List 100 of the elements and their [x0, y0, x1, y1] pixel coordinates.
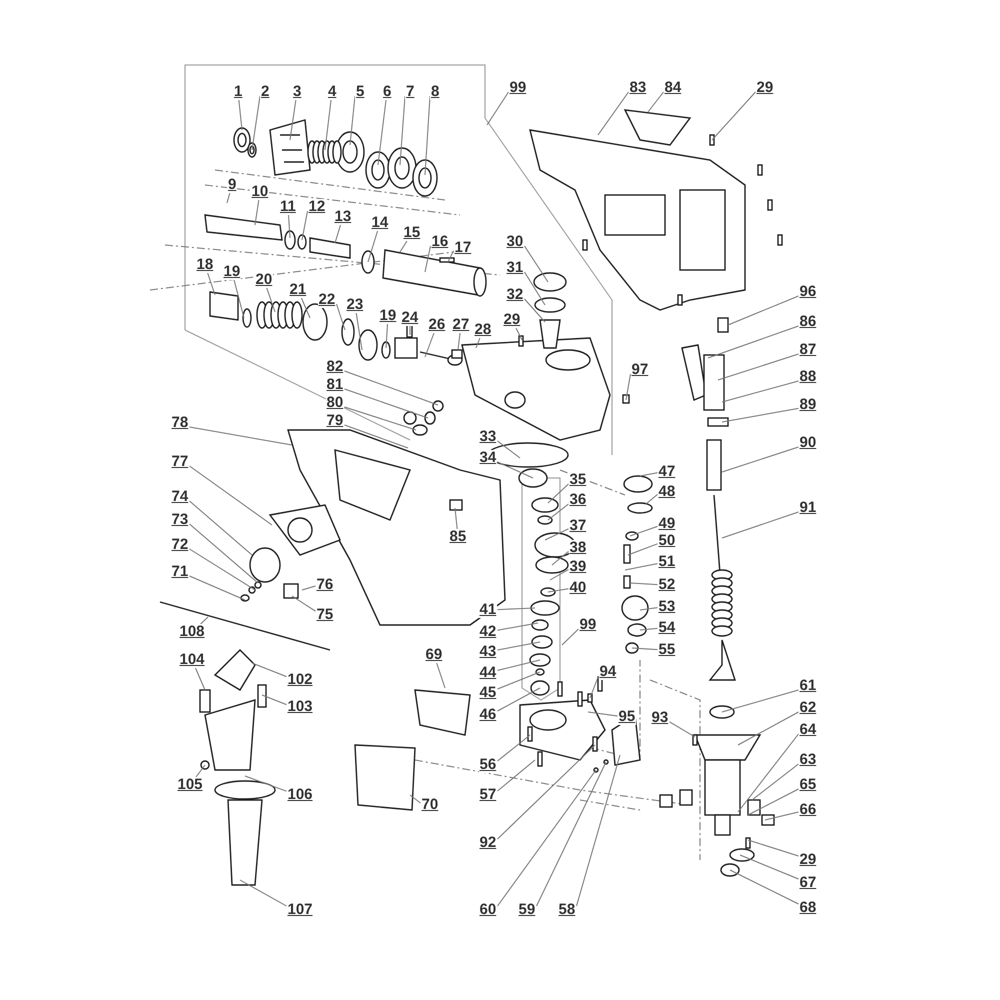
leader-line	[302, 210, 308, 240]
leader-line	[497, 734, 530, 762]
callout-number: 83	[628, 80, 648, 96]
leader-line	[624, 563, 658, 570]
leader-line	[324, 100, 332, 150]
callout-number: 40	[568, 580, 588, 596]
callout-number: 61	[798, 678, 818, 694]
leader-line	[548, 484, 569, 504]
callout-number: 106	[286, 787, 314, 803]
callout-number: 102	[286, 672, 314, 688]
callout-number: 42	[478, 624, 498, 640]
leader-line	[344, 388, 428, 418]
leader-line	[424, 96, 430, 176]
callout-number: 51	[658, 554, 676, 570]
callout-number: 96	[798, 284, 818, 300]
leader-line	[200, 616, 208, 624]
callout-number: 95	[618, 709, 636, 725]
leader-line	[302, 586, 316, 590]
leader-line	[648, 92, 664, 112]
leader-line	[497, 688, 540, 712]
leader-line	[730, 870, 799, 904]
callout-number: 99	[578, 617, 598, 633]
leader-line	[356, 312, 362, 350]
callout-number: 107	[286, 902, 314, 918]
callout-number: 39	[568, 559, 588, 575]
callout-number: 80	[326, 395, 344, 411]
leader-line	[344, 424, 408, 448]
callout-number: 52	[658, 577, 676, 593]
callout-number: 29	[502, 312, 522, 328]
callout-number: 84	[664, 80, 682, 96]
leader-line	[486, 92, 509, 126]
leader-line	[350, 96, 356, 146]
callout-number: 21	[288, 282, 308, 298]
leader-line	[562, 628, 579, 646]
leader-line	[189, 466, 272, 526]
callout-number: 35	[568, 472, 588, 488]
callout-number: 33	[478, 429, 498, 445]
callout-number: 28	[474, 322, 492, 338]
leader-line	[240, 880, 287, 906]
callout-number: 103	[286, 699, 314, 715]
leader-line	[344, 406, 416, 430]
callout-number: 97	[630, 362, 650, 378]
leader-line	[400, 240, 408, 252]
callout-number: 22	[318, 292, 336, 308]
leader-line	[740, 854, 799, 880]
callout-number: 36	[568, 492, 588, 508]
leader-line	[378, 100, 387, 166]
callout-number: 37	[568, 518, 588, 534]
callout-number: 73	[170, 512, 190, 528]
leader-line	[748, 788, 799, 816]
callout-number: 9	[227, 177, 238, 193]
callout-number: 74	[170, 489, 190, 505]
leader-line	[424, 246, 431, 272]
callout-number: 90	[798, 435, 818, 451]
leader-line	[336, 304, 346, 330]
leader-line	[207, 272, 216, 296]
leader-line	[764, 812, 799, 820]
callout-number: 64	[798, 722, 818, 738]
callout-number: 77	[170, 454, 190, 470]
callout-number: 34	[478, 450, 498, 466]
callout-number: 68	[798, 900, 818, 916]
leader-line	[254, 200, 260, 226]
leader-line	[436, 662, 446, 688]
leader-line	[748, 840, 799, 856]
leader-line	[524, 272, 546, 306]
callout-number: 38	[568, 540, 588, 556]
leader-line	[722, 380, 799, 402]
leader-line	[252, 96, 260, 150]
leader-line	[590, 676, 599, 698]
leader-line	[226, 192, 230, 204]
leader-line	[632, 648, 658, 650]
leader-line	[752, 764, 799, 800]
callout-number: 66	[798, 802, 818, 818]
callout-number: 6	[382, 84, 392, 100]
callout-number: 41	[478, 602, 498, 618]
callout-number: 10	[250, 184, 270, 200]
leader-line	[497, 462, 534, 478]
leader-line	[189, 426, 292, 446]
leader-line	[576, 754, 620, 906]
callout-number: 1	[233, 84, 244, 100]
leader-line	[640, 472, 658, 476]
callout-number: 92	[478, 835, 498, 851]
leader-line	[334, 224, 342, 244]
callout-number: 29	[756, 80, 774, 96]
callout-number: 85	[448, 529, 468, 545]
callout-number: 12	[308, 199, 326, 215]
callout-number: 8	[430, 84, 440, 100]
callout-number: 17	[454, 240, 472, 256]
leader-line	[550, 569, 569, 580]
callout-number: 54	[658, 620, 676, 636]
callout-number: 72	[170, 537, 190, 553]
leader-line	[548, 504, 569, 520]
leader-line	[368, 230, 378, 262]
callout-number: 15	[402, 225, 422, 241]
leader-line	[712, 92, 756, 140]
leader-line	[196, 764, 206, 778]
callout-number: 60	[478, 902, 498, 918]
callout-number: 88	[798, 369, 818, 385]
callout-number: 108	[178, 624, 206, 640]
leader-line	[266, 288, 276, 312]
